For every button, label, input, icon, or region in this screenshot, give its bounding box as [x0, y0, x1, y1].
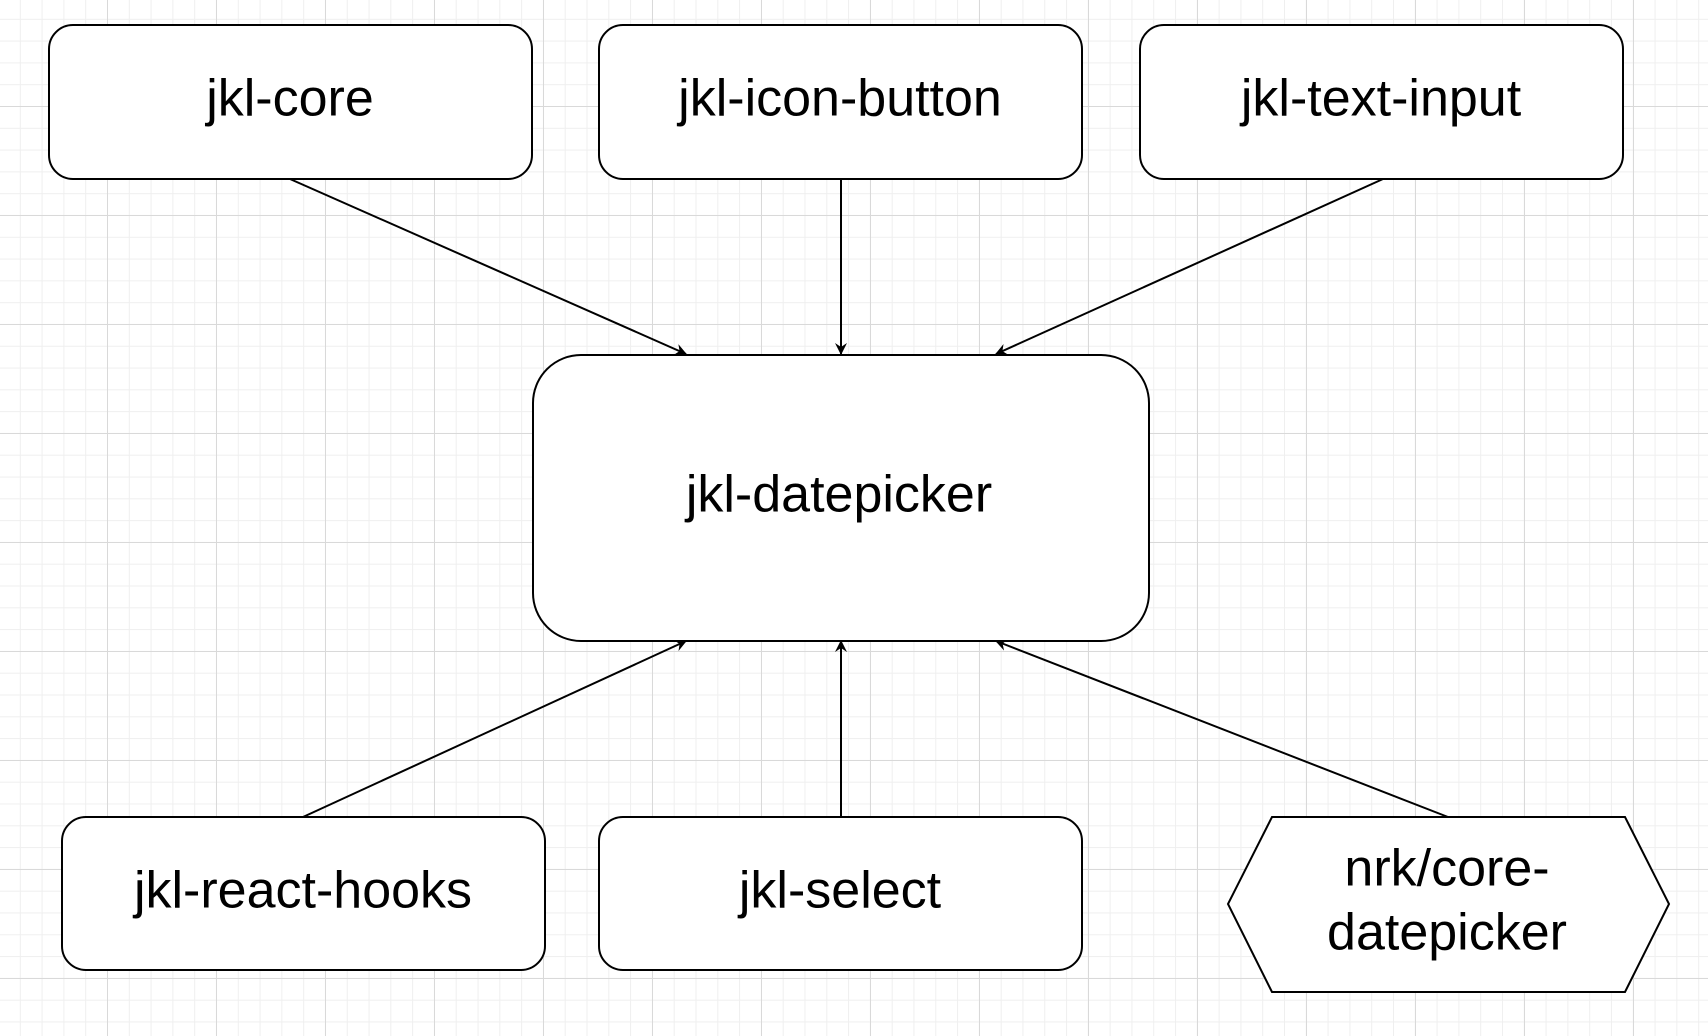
node-jkl-select[interactable]: jkl-select: [598, 816, 1083, 971]
edge-jkl-core-to-jkl-datepicker: [289, 178, 687, 356]
node-label-jkl-react-hooks: jkl-react-hooks: [132, 862, 472, 920]
node-label-nrk-core-datepicker-line2: datepicker: [1327, 904, 1567, 962]
node-nrk-core-datepicker[interactable]: nrk/core- datepicker: [1226, 816, 1671, 993]
node-label-jkl-datepicker: jkl-datepicker: [684, 466, 992, 524]
node-label-nrk-core-datepicker-line1: nrk/core-: [1344, 840, 1549, 898]
node-jkl-text-input[interactable]: jkl-text-input: [1139, 24, 1624, 180]
edge-jkl-react-hooks-to-jkl-datepicker: [302, 640, 687, 818]
node-label-jkl-icon-button: jkl-icon-button: [676, 70, 1002, 128]
hexagon-shape: [1226, 816, 1671, 993]
edge-jkl-text-input-to-jkl-datepicker: [995, 178, 1384, 355]
node-label-jkl-text-input: jkl-text-input: [1239, 70, 1522, 128]
edges: [289, 178, 1449, 818]
node-jkl-core[interactable]: jkl-core: [48, 24, 533, 180]
node-label-jkl-select: jkl-select: [737, 862, 942, 920]
edge-nrk-core-datepicker-to-jkl-datepicker: [995, 639, 1449, 818]
node-jkl-react-hooks[interactable]: jkl-react-hooks: [61, 816, 546, 971]
node-jkl-icon-button[interactable]: jkl-icon-button: [598, 24, 1083, 180]
node-jkl-datepicker[interactable]: jkl-datepicker: [532, 354, 1150, 642]
node-label-jkl-core: jkl-core: [204, 70, 374, 128]
